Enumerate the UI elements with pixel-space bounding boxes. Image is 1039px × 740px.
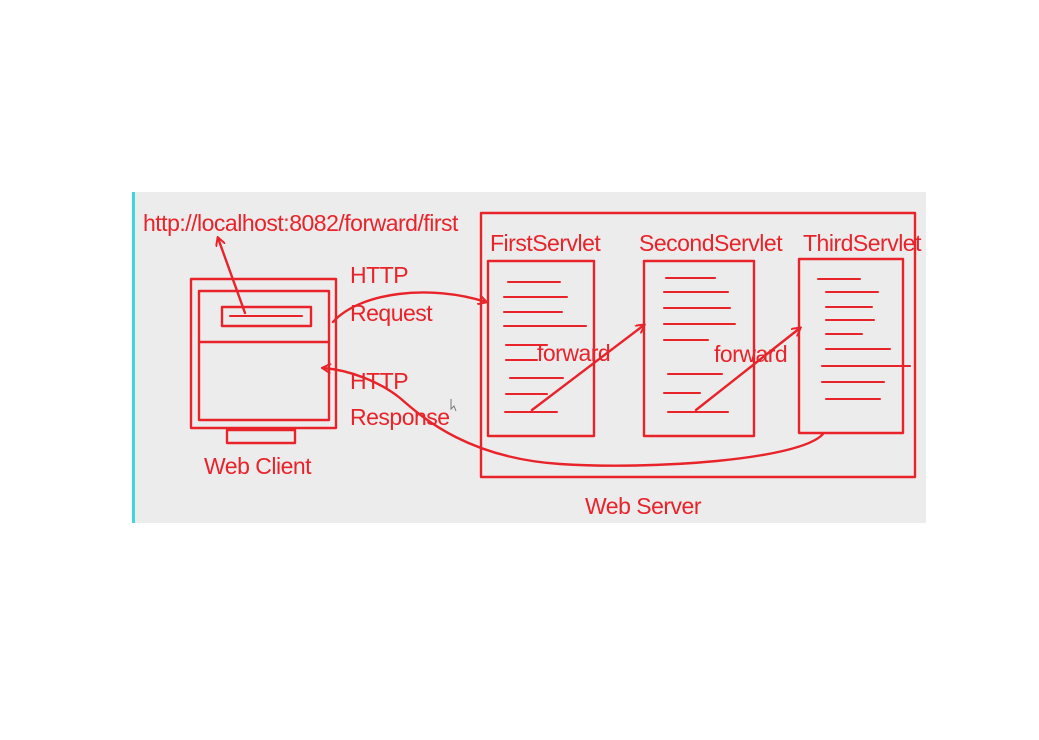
first-servlet-label: FirstServlet xyxy=(490,230,601,256)
response-label-line2: Response xyxy=(350,404,450,430)
web-client-icon xyxy=(189,277,338,445)
diagram-panel xyxy=(132,192,926,523)
forward-label-1: forward xyxy=(537,340,610,366)
web-server-box xyxy=(479,211,917,479)
url-label: http://localhost:8082/forward/first xyxy=(143,210,459,236)
http-request-arrow xyxy=(331,291,486,324)
request-label-line2: Request xyxy=(350,300,433,326)
web-client-label: Web Client xyxy=(204,453,312,479)
cursor-icon xyxy=(450,399,457,412)
second-servlet-document xyxy=(642,259,756,438)
third-servlet-label: ThirdServlet xyxy=(803,230,922,256)
url-pointer-arrow xyxy=(218,238,247,315)
second-servlet-label: SecondServlet xyxy=(639,230,783,256)
forward-arrow-2 xyxy=(694,328,800,412)
forward-arrow-1 xyxy=(530,325,644,412)
panel-left-edge xyxy=(132,192,135,523)
http-response-arrow xyxy=(323,368,825,467)
web-server-label: Web Server xyxy=(585,493,702,519)
third-servlet-document xyxy=(797,257,911,435)
first-servlet-document xyxy=(486,259,596,438)
request-label-line1: HTTP xyxy=(350,262,408,288)
response-label-line1: HTTP xyxy=(350,368,408,394)
forward-label-2: forward xyxy=(714,341,787,367)
